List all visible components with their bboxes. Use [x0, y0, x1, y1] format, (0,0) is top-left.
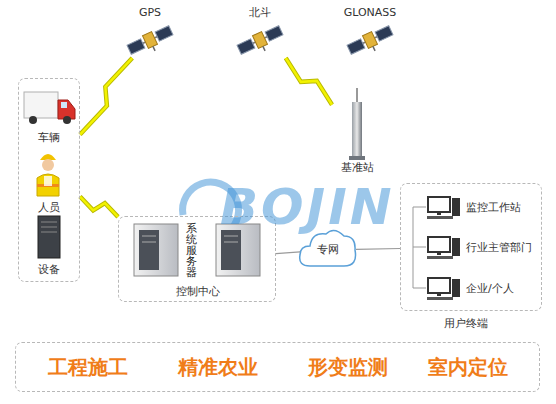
worker-icon [37, 154, 59, 196]
wireless-bolt [286, 58, 332, 105]
node-label: 室内定位 [418, 355, 518, 379]
node-label: 用户终端 [401, 317, 531, 330]
node-label: 企业/个人 [466, 282, 541, 295]
watermark-text: BOJIN [220, 178, 395, 236]
node-label: 设备 [19, 263, 79, 276]
satellite-icon [346, 24, 396, 61]
network-link [356, 248, 400, 250]
node-label: 北斗 [232, 6, 288, 19]
network-link [276, 252, 300, 254]
node-label: 控制中心 [155, 285, 241, 298]
node-label: 基准站 [332, 161, 382, 174]
field-device-group: 车辆人员设备 [18, 78, 80, 282]
network-cloud-node: 专网 [300, 232, 356, 268]
terminal-item: 行业主管部门 [426, 236, 541, 260]
node-label: 系统服务器 [185, 223, 198, 278]
wireless-bolt [80, 58, 132, 135]
wireless-bolt [80, 197, 118, 217]
satellite-icon [236, 24, 286, 61]
node-label: 监控工作站 [466, 201, 541, 214]
computer-icon [427, 197, 460, 219]
node-label: 专网 [300, 243, 356, 256]
terminal-item: 企业/个人 [426, 277, 541, 301]
node-label: GLONASS [332, 6, 408, 19]
node-label: 形变监测 [298, 355, 398, 379]
satellite-node: GPS [122, 6, 178, 58]
terminal-item: 监控工作站 [426, 196, 541, 220]
satellite-node: 北斗 [232, 6, 288, 58]
server-icon [38, 216, 60, 258]
node-label: GPS [122, 6, 178, 19]
node-label: 行业主管部门 [466, 241, 541, 254]
user-terminal-box: 用户终端监控工作站行业主管部门企业/个人 [400, 183, 542, 311]
application-band: 工程施工 精准农业 形变监测室内定位 [15, 342, 540, 392]
satellite-icon [126, 24, 176, 61]
node-label: 精准农业 [168, 355, 268, 379]
truck-icon [24, 92, 75, 124]
computer-icon [427, 278, 460, 300]
satellite-node: GLONASS [332, 6, 408, 58]
node-label: 人员 [19, 201, 79, 214]
base-station-node: 基准站 [332, 86, 382, 174]
base-station-tower [349, 88, 365, 160]
computer-icon [427, 237, 460, 259]
node-label: 车辆 [19, 131, 79, 144]
node-label: 工程施工 [38, 355, 138, 379]
terminal-bracket [413, 207, 426, 288]
